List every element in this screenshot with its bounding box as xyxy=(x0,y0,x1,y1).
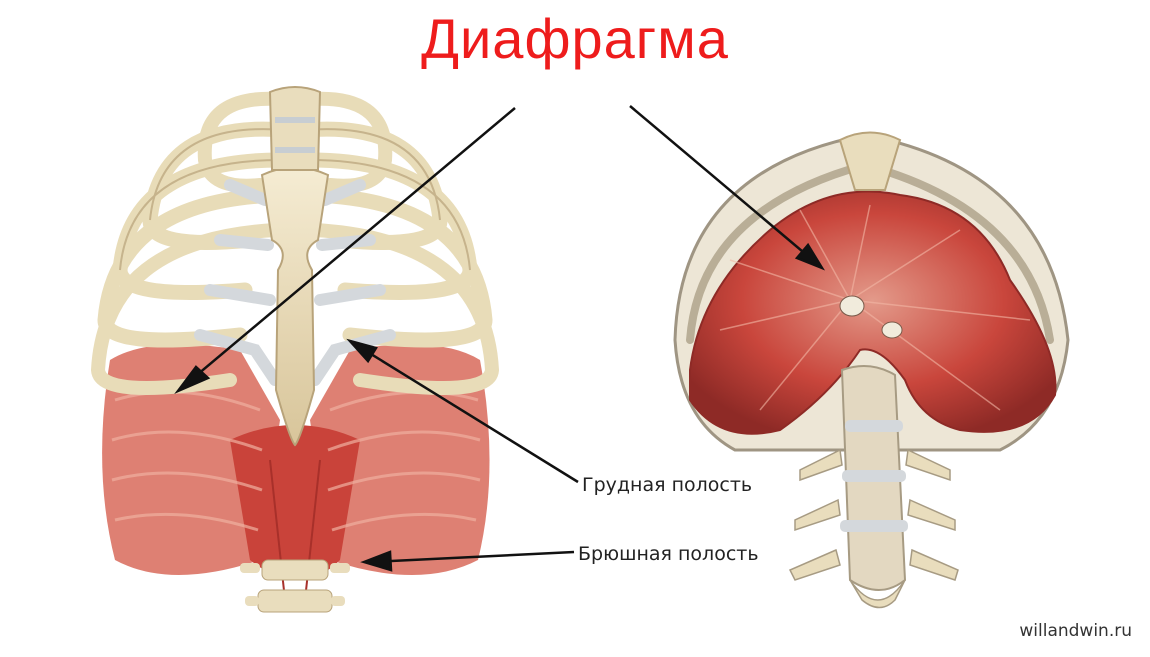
thoracic-cavity-label: Грудная полость xyxy=(582,474,753,496)
watermark: willandwin.ru xyxy=(1019,621,1132,641)
inferior-diaphragm-muscle xyxy=(689,190,1057,435)
top-vertebra xyxy=(268,86,322,171)
page-title: Диафрагма xyxy=(421,7,729,70)
inferior-spine xyxy=(788,365,959,609)
anterior-costal-cartilage xyxy=(194,179,396,386)
anterior-lower-spine xyxy=(240,559,350,613)
anterior-rib-cage-figure xyxy=(90,86,500,613)
leader-lines xyxy=(174,105,826,572)
abdominal-cavity-label: Брюшная полость xyxy=(578,543,759,565)
inferior-rib-cage-figure xyxy=(673,131,1070,609)
sternum xyxy=(260,166,330,447)
